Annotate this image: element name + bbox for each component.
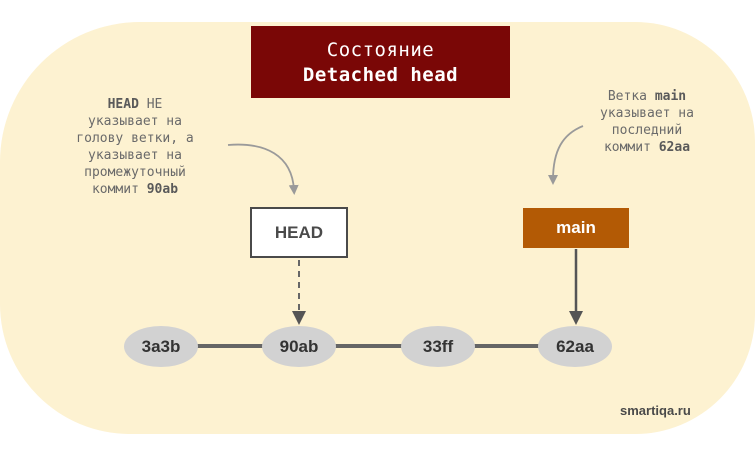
head-note-head-word: HEAD	[107, 97, 139, 112]
head-note-line-1: HEAD НЕ	[40, 96, 230, 113]
main-note-branch-word: Ветка	[607, 89, 655, 104]
title-line-1: Состояние	[326, 39, 435, 61]
main-note-line-1: Ветка main	[572, 88, 722, 105]
head-note: HEAD НЕ указывает на голову ветки, а ука…	[40, 96, 230, 198]
head-note-line-4: указывает на	[88, 148, 182, 163]
main-note-branch-name: main	[654, 89, 687, 104]
commit-node: 90ab	[262, 326, 336, 367]
main-note: Ветка main указывает на последний коммит…	[572, 88, 722, 156]
main-branch-pointer: main	[523, 208, 629, 248]
head-note-line-3: голову ветки, а	[76, 131, 194, 146]
watermark: smartiqa.ru	[620, 403, 691, 418]
head-note-line-6: коммит 90ab	[40, 181, 230, 198]
head-note-line-5: промежуточный	[84, 165, 186, 180]
head-note-commit-word: коммит	[91, 182, 147, 197]
diagram-title: Состояние Detached head	[251, 26, 510, 98]
main-note-line-4: коммит 62aa	[572, 139, 722, 156]
commit-node: 33ff	[401, 326, 475, 367]
head-note-not-word: НЕ	[138, 97, 163, 112]
main-note-commit-word: коммит	[603, 140, 659, 155]
commit-node: 3a3b	[124, 326, 198, 367]
main-note-commit-hash: 62aa	[658, 140, 691, 155]
main-note-line-2: указывает на	[600, 106, 694, 121]
title-line-2: Detached head	[302, 64, 459, 86]
main-note-line-3: последний	[611, 123, 683, 138]
commit-node: 62aa	[538, 326, 612, 367]
head-note-commit-hash: 90ab	[146, 182, 179, 197]
head-note-line-2: указывает на	[88, 114, 182, 129]
commit-history-line	[166, 344, 576, 348]
head-pointer: HEAD	[250, 207, 348, 258]
